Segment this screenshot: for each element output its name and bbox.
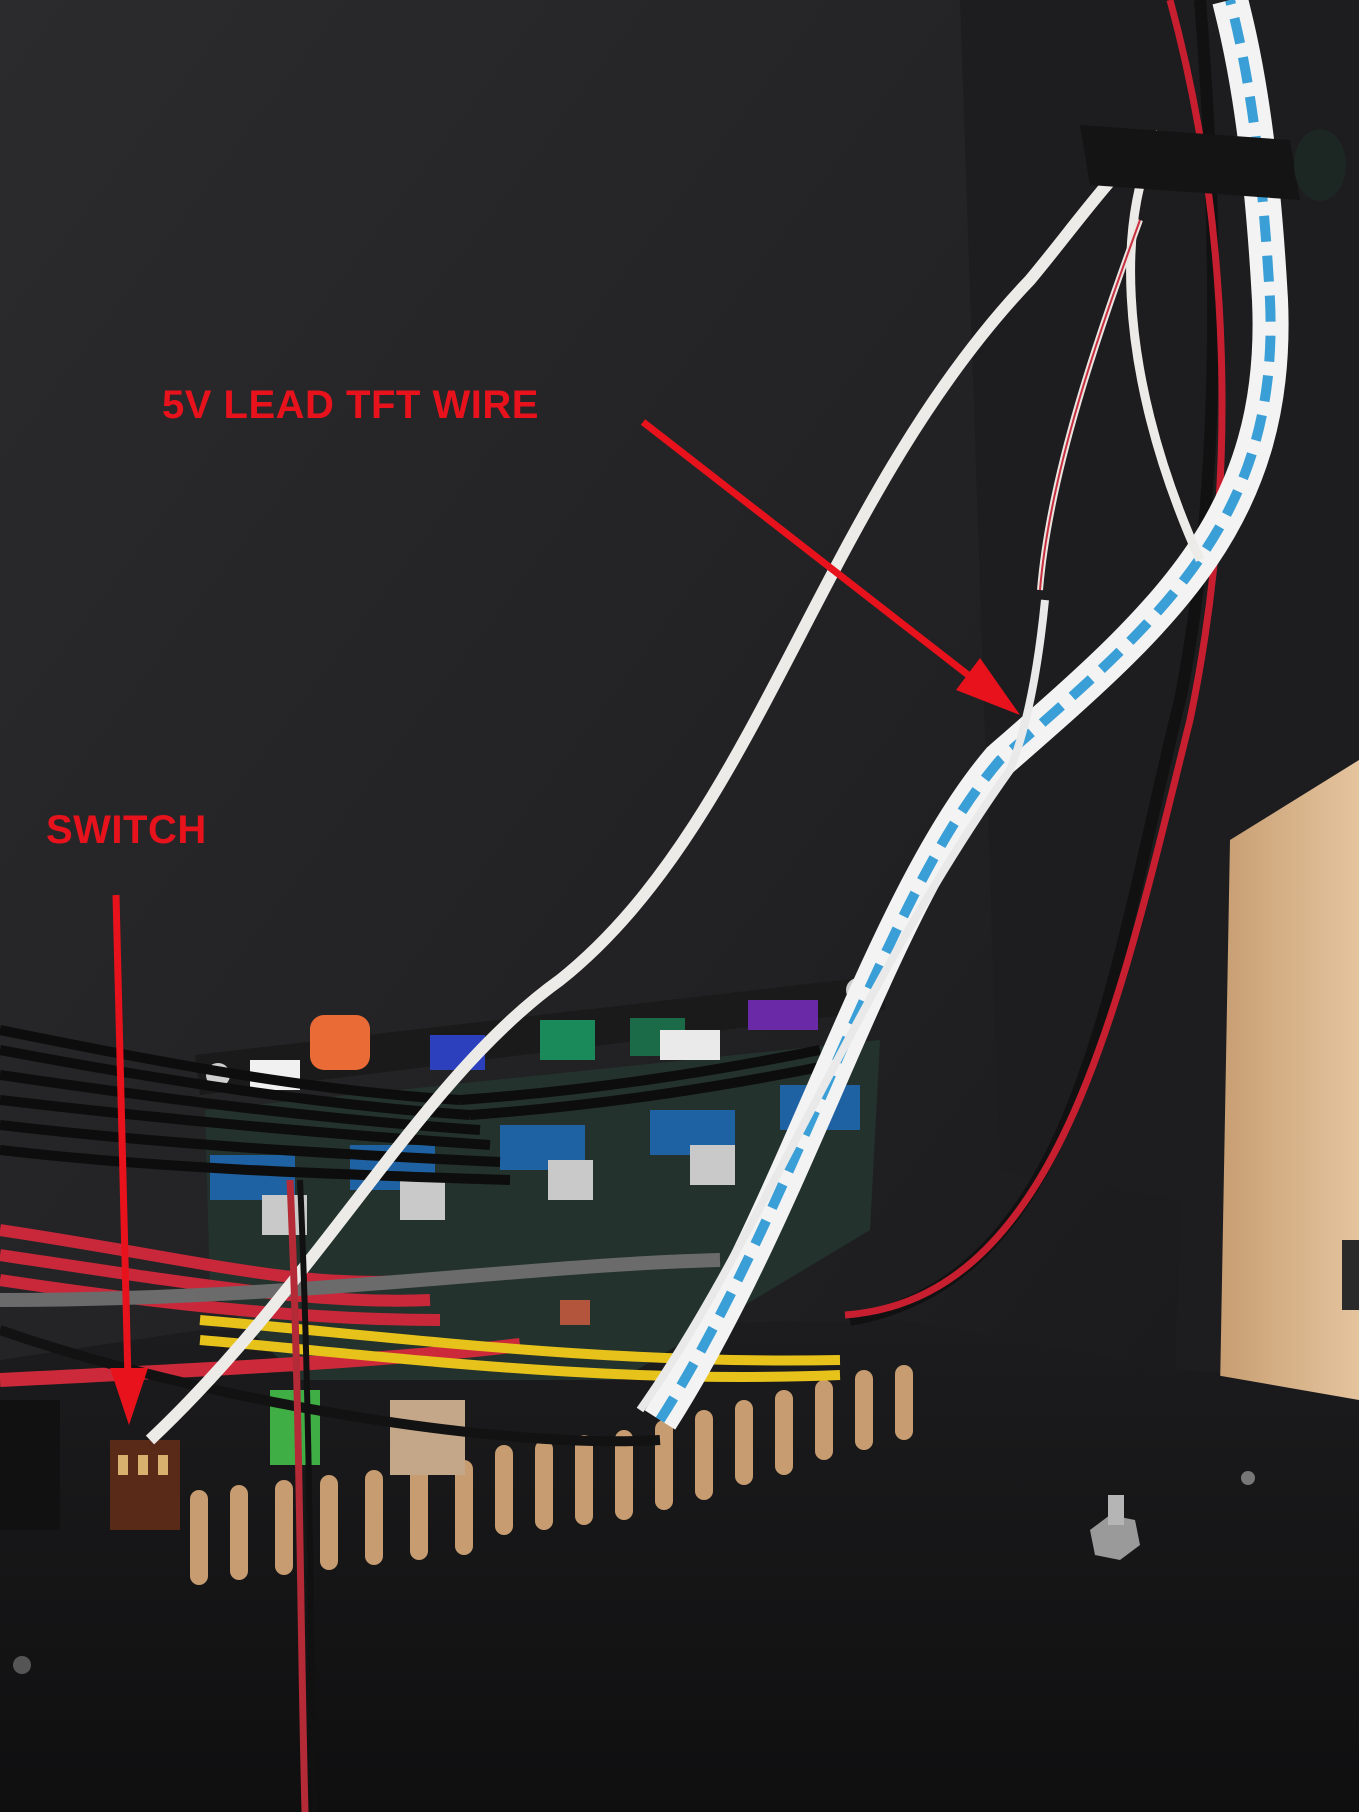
floor-nut bbox=[1090, 1495, 1140, 1560]
strap-anchor bbox=[1294, 129, 1346, 201]
arrow-tft-wire bbox=[640, 419, 1020, 715]
arrow-switch bbox=[110, 894, 148, 1425]
wood-side-panel bbox=[1220, 760, 1359, 1430]
cable-strap bbox=[1080, 125, 1300, 200]
annotation-tft-wire-label: 5V LEAD TFT WIRE bbox=[162, 383, 539, 427]
annotation-switch-label: SWITCH bbox=[46, 808, 207, 852]
power-switch-block bbox=[110, 1440, 180, 1530]
heatsink bbox=[0, 1400, 60, 1530]
panel-slot bbox=[1342, 1240, 1359, 1310]
right-side-cables bbox=[844, 0, 1226, 1326]
power-wires bbox=[0, 1224, 841, 1447]
floor-screw-left bbox=[13, 1656, 31, 1674]
vent-slots bbox=[190, 1365, 913, 1585]
enclosure-floor bbox=[0, 1320, 1359, 1812]
floor-screw bbox=[1241, 1471, 1255, 1485]
